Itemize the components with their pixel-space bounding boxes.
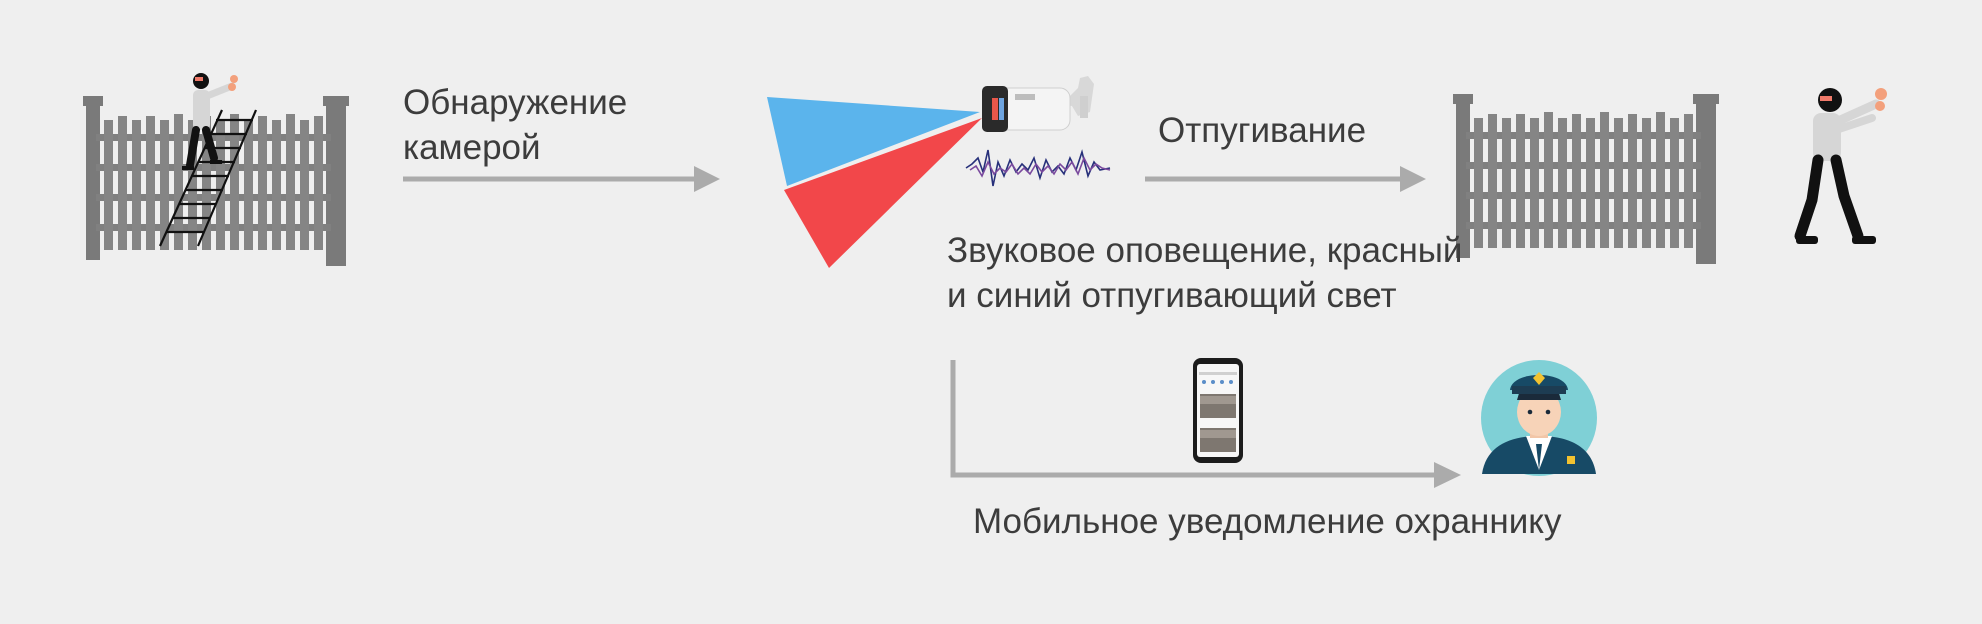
label-alarm-line1: Звуковое оповещение, красный	[947, 231, 1463, 270]
blue-light-beam	[767, 97, 980, 186]
red-light-beam	[784, 118, 982, 268]
fence-icon	[1453, 94, 1719, 264]
arrow-mobile	[950, 360, 1461, 488]
arrow-detect	[403, 166, 720, 192]
label-detection-line2: камерой	[403, 128, 541, 167]
security-guard-icon	[1481, 360, 1597, 476]
label-detection: Обнаружение камерой	[403, 80, 627, 170]
sound-wave-icon	[965, 149, 1111, 187]
label-alarm-line2: и синий отпугивающий свет	[947, 276, 1397, 315]
label-alarm: Звуковое оповещение, красный и синий отп…	[947, 228, 1462, 318]
intruder-climbing-icon	[182, 73, 238, 170]
smartphone-icon	[1193, 358, 1243, 463]
camera-icon	[982, 76, 1094, 132]
intruder-fleeing-icon	[1794, 88, 1887, 244]
arrow-deter	[1145, 166, 1426, 192]
label-detection-line1: Обнаружение	[403, 83, 628, 122]
ladder-icon	[158, 109, 258, 247]
label-deterrence: Отпугивание	[1158, 111, 1367, 150]
label-mobile-notification: Мобильное уведомление охраннику	[973, 502, 1562, 541]
